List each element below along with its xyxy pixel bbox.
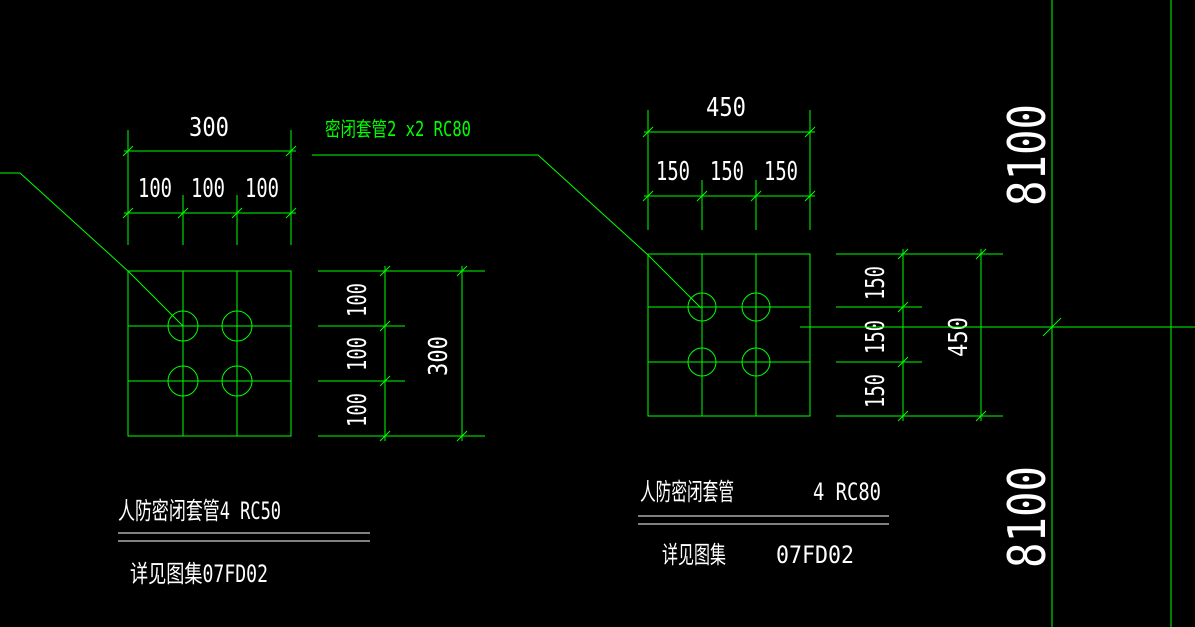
left-title-block: 人防密闭套管4 RC50 详见图集07FD02 [118, 497, 370, 588]
left-dim-sub-top-3: 100 [245, 174, 279, 204]
right-dim-sub-top-2: 150 [710, 157, 744, 187]
left-dim-sub-top-2: 100 [191, 174, 225, 204]
grid-axis: 8100 8100 [800, 0, 1195, 627]
sleeve-hole [687, 347, 717, 377]
sleeve-hole [741, 292, 771, 322]
right-reference-label: 详见图集 [662, 541, 726, 569]
left-sleeve-plate [127, 270, 292, 437]
left-dim-sub-right-1: 100 [343, 283, 373, 317]
left-top-dimensions: 300 100 100 100 [122, 113, 297, 245]
left-reference: 详见图集07FD02 [130, 560, 268, 588]
leader-label: 密闭套管2 x2 RC80 [325, 117, 471, 141]
sleeve-hole [221, 365, 253, 397]
left-title: 人防密闭套管4 RC50 [118, 497, 281, 525]
right-leader-line [312, 154, 702, 309]
left-dim-sub-right-2: 100 [343, 337, 373, 371]
right-dim-sub-right-2: 150 [861, 320, 891, 354]
left-dim-sub-top-1: 100 [138, 174, 172, 204]
right-title: 人防密闭套管 [640, 478, 734, 506]
right-dim-sub-top-1: 150 [656, 157, 690, 187]
grid-dim-lower: 8100 [998, 466, 1058, 568]
sleeve-hole [741, 347, 771, 377]
right-dim-sub-right-3: 150 [861, 374, 891, 408]
grid-dim-upper: 8100 [998, 104, 1058, 206]
right-dim-total-top: 450 [706, 93, 746, 123]
left-dim-total-top: 300 [189, 113, 229, 143]
right-title-block: 人防密闭套管 4 RC80 详见图集 07FD02 [638, 478, 889, 569]
right-dim-sub-top-3: 150 [764, 157, 798, 187]
left-right-dimensions: 100 100 100 300 [318, 265, 485, 442]
left-dim-sub-right-3: 100 [343, 393, 373, 427]
right-top-dimensions: 450 150 150 150 [642, 93, 816, 230]
left-dim-total-right: 300 [424, 336, 454, 376]
axis-tick [1042, 317, 1062, 337]
right-sleeve-plate [647, 253, 811, 417]
sleeve-hole [167, 310, 199, 342]
sleeve-hole [687, 292, 717, 322]
right-title-spec: 4 RC80 [813, 478, 881, 506]
right-dim-total-right: 450 [944, 317, 974, 357]
right-reference-code: 07FD02 [776, 541, 854, 569]
sleeve-hole [221, 310, 253, 342]
sleeve-hole [167, 365, 199, 397]
right-dim-sub-right-1: 150 [861, 266, 891, 300]
left-leader-line [0, 172, 184, 327]
right-right-dimensions: 150 150 150 450 [836, 248, 1003, 422]
